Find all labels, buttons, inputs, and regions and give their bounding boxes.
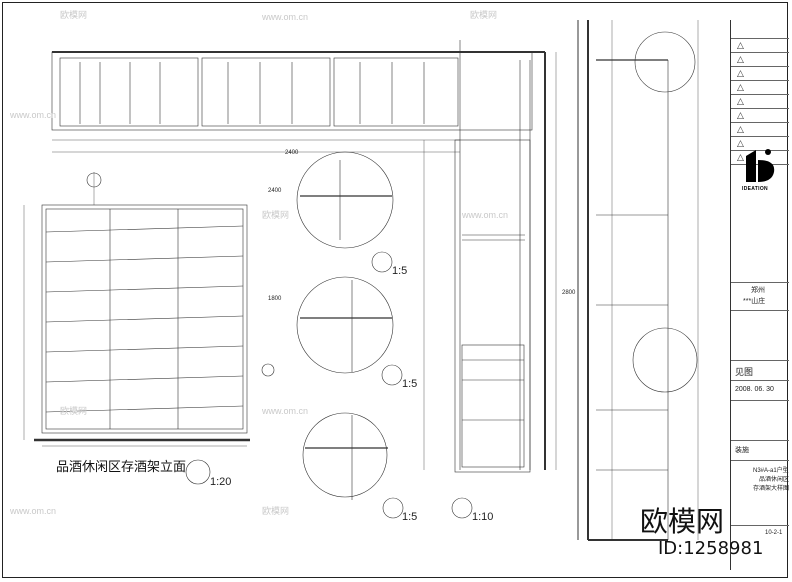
middle-section bbox=[423, 52, 557, 473]
drawing-number: 10-2-1 bbox=[765, 530, 783, 536]
section-marker-top bbox=[86, 172, 102, 188]
detail-label-3 bbox=[382, 497, 404, 519]
revision-mark: △ bbox=[737, 55, 744, 65]
scale-label-elevation: 1:20 bbox=[210, 476, 232, 488]
reference-text: 见图 bbox=[735, 367, 754, 377]
revision-mark: △ bbox=[737, 153, 744, 163]
detail-views bbox=[296, 151, 394, 500]
logo-word: IDEATION bbox=[742, 186, 768, 192]
title-block: △ △ △ △ △ △ △ △ △ 郑州 ***山庄 见图 2008. 06. … bbox=[730, 20, 789, 570]
watermark-id: ID:1258981 bbox=[658, 538, 764, 559]
project-text: ***山庄 bbox=[743, 298, 766, 305]
detail-label-1 bbox=[371, 251, 393, 273]
watermark-small-brand: 欧模网 bbox=[60, 406, 88, 416]
dimension-height-right: 2800 bbox=[562, 290, 576, 296]
drawing-caption: 品酒休闲区存酒架立面 bbox=[56, 460, 187, 475]
drawing-title-2: 品酒休闲区 bbox=[759, 477, 790, 483]
revision-mark: △ bbox=[737, 97, 744, 107]
watermark-small-brand: 欧模网 bbox=[470, 10, 498, 20]
scale-label-detail-1: 1:5 bbox=[392, 265, 408, 277]
dimension-elevation-top: 2400 bbox=[268, 188, 282, 194]
dimension-elevation-mid: 1800 bbox=[268, 296, 282, 302]
watermark-url: www.om.cn bbox=[262, 406, 309, 416]
detail-label-4 bbox=[451, 497, 473, 519]
watermark-small-brand: 欧模网 bbox=[262, 506, 290, 516]
revision-mark: △ bbox=[737, 125, 744, 135]
revision-mark: △ bbox=[737, 111, 744, 121]
date-text: 2008. 06. 30 bbox=[735, 386, 774, 393]
revision-mark: △ bbox=[737, 139, 744, 149]
watermark-url: www.om.cn bbox=[462, 210, 509, 220]
revision-mark: △ bbox=[737, 69, 744, 79]
watermark-url: www.om.cn bbox=[10, 110, 57, 120]
section-marker-right bbox=[261, 363, 275, 377]
watermark-url: www.om.cn bbox=[10, 506, 57, 516]
scale-label-detail-4: 1:10 bbox=[472, 511, 494, 523]
watermark-small-brand: 欧模网 bbox=[60, 10, 88, 20]
revision-mark: △ bbox=[737, 83, 744, 93]
location-text: 郑州 bbox=[751, 287, 765, 294]
dimension-top-total: 2400 bbox=[285, 150, 299, 156]
elevation-label bbox=[185, 459, 211, 485]
watermark-url: www.om.cn bbox=[262, 12, 309, 22]
drawing-title-1: N3#A-a1户型 bbox=[753, 468, 789, 474]
right-tall-section bbox=[577, 20, 699, 541]
scale-label-detail-2: 1:5 bbox=[402, 378, 418, 390]
scale-label-detail-3: 1:5 bbox=[402, 511, 418, 523]
revision-mark: △ bbox=[737, 41, 744, 51]
watermark-brand: 欧模网 bbox=[640, 505, 725, 538]
wine-rack-elevation bbox=[23, 172, 250, 447]
discipline-text: 装施 bbox=[735, 447, 749, 454]
ideation-logo-icon bbox=[746, 149, 775, 182]
watermark-small-brand: 欧模网 bbox=[262, 210, 290, 220]
drawing-title-3: 存酒架大样图 bbox=[753, 486, 790, 492]
detail-label-2 bbox=[381, 364, 403, 386]
